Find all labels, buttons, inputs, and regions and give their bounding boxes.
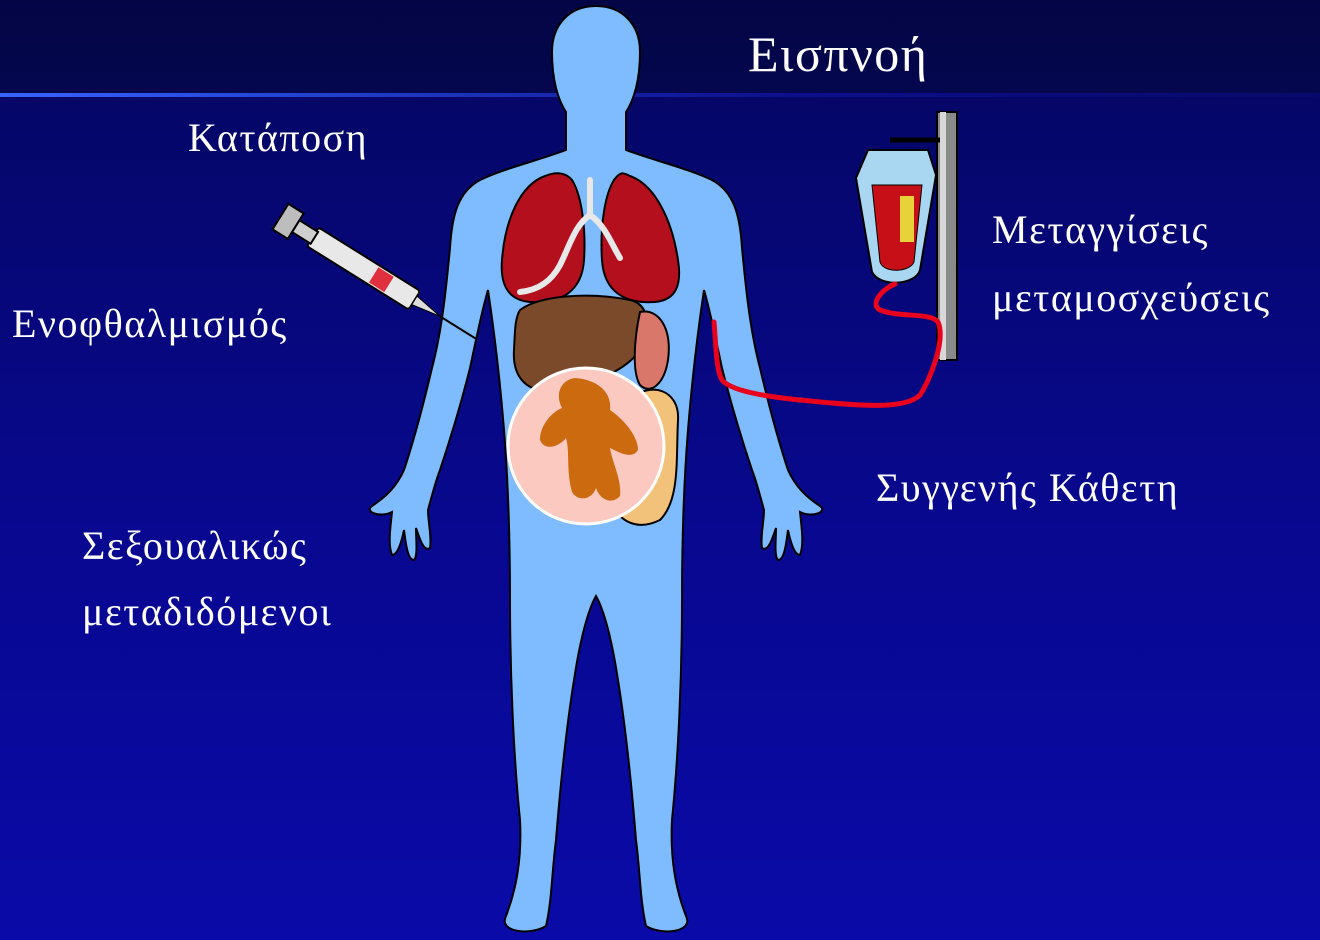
womb-fetus-icon [508, 368, 664, 524]
vertical-transmission-label: Συγγενής Κάθετη [876, 464, 1179, 512]
ingestion-label: Κατάποση [188, 114, 368, 162]
inoculation-label: Ενοφθαλμισμός [12, 300, 288, 348]
transfusions-label-line1: Μεταγγίσεις [992, 206, 1209, 254]
inhalation-label: Εισπνοή [748, 26, 928, 82]
sexual-transmission-label-line1: Σεξουαλικώς [82, 522, 307, 570]
sexual-transmission-label-line2: μεταδιδόμενοι [82, 588, 332, 636]
transfusions-label-line2: μεταμοσχεύσεις [992, 274, 1271, 322]
